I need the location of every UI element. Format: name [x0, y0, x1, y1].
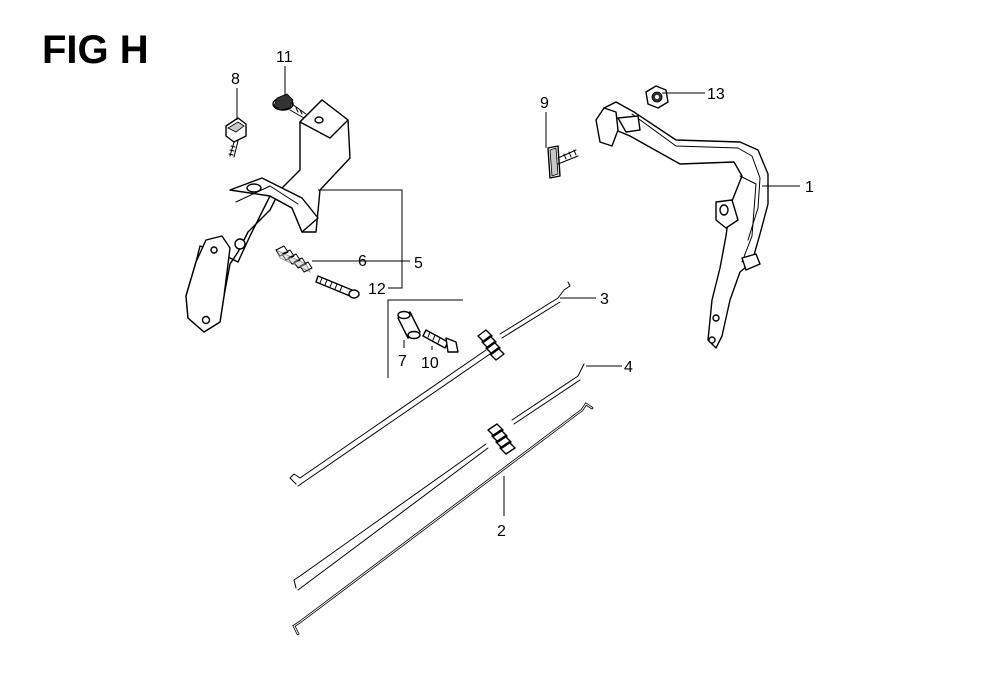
figure-title: FIG H — [42, 28, 149, 72]
part-1-lever — [595, 101, 769, 349]
callout-2: 2 — [497, 523, 506, 540]
callout-10: 10 — [421, 355, 439, 372]
callout-7: 7 — [398, 353, 407, 370]
callout-6: 6 — [358, 253, 367, 270]
part-5-bracket — [185, 99, 351, 333]
callout-3: 3 — [600, 291, 609, 308]
part-13-nut — [645, 85, 669, 109]
part-10-bolt — [422, 329, 459, 353]
part-4-spring-rod — [293, 363, 585, 591]
callout-1: 1 — [805, 179, 814, 196]
part-9-bolt — [547, 145, 579, 179]
part-8-bolt — [225, 117, 247, 158]
callout-5: 5 — [414, 255, 423, 272]
callout-9: 9 — [540, 95, 549, 112]
callout-12: 12 — [368, 281, 386, 298]
part-3-spring-rod — [289, 281, 571, 487]
callout-13: 13 — [707, 86, 725, 103]
callout-8: 8 — [231, 71, 240, 88]
callout-11: 11 — [276, 49, 293, 66]
callout-4: 4 — [624, 359, 633, 376]
part-11-bolt — [272, 93, 307, 119]
part-6-spring — [275, 245, 313, 273]
part-12-pin — [315, 275, 360, 299]
part-7-collar — [397, 310, 421, 340]
part-2-rod — [292, 402, 594, 636]
